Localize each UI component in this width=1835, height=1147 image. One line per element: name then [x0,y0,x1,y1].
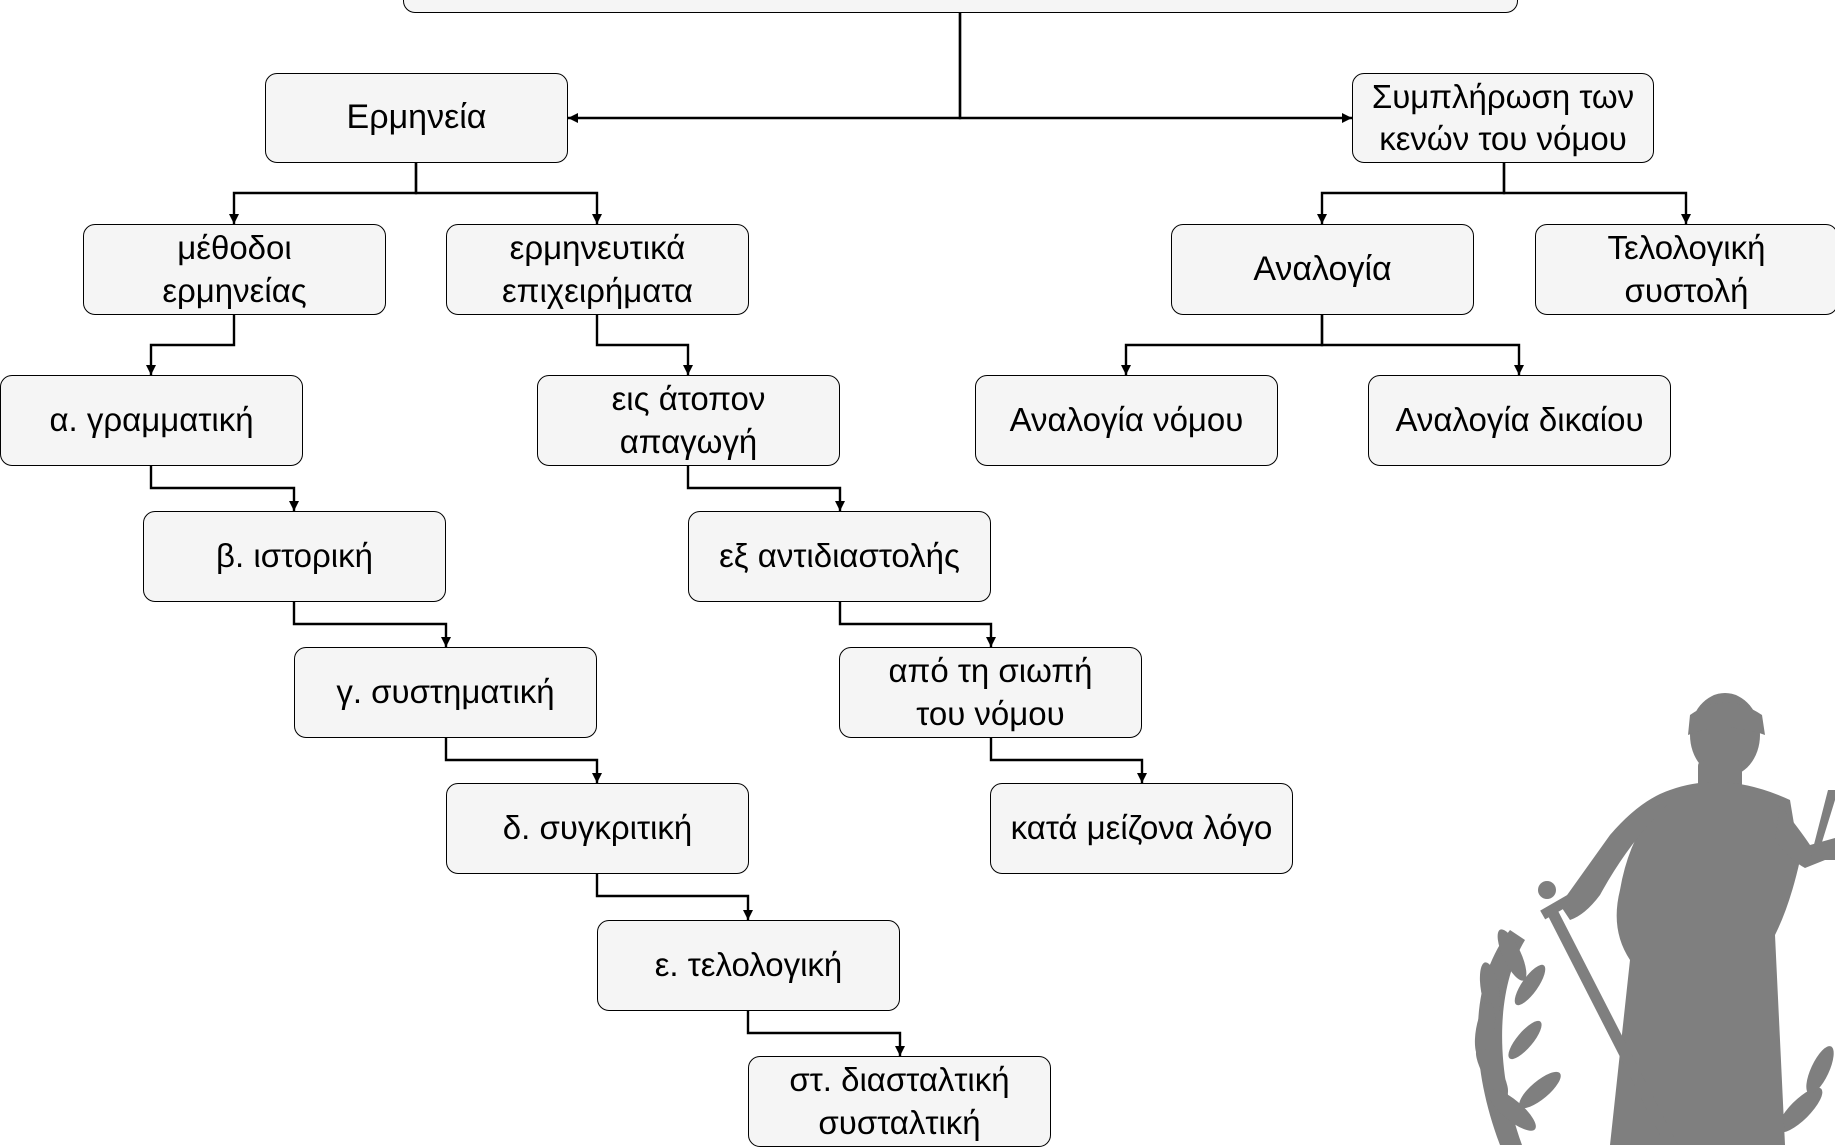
node-teleological-reduction: Τελολογική συστολή [1535,224,1835,315]
connector-gap-filling-to-teleological-reduction [1502,163,1691,224]
connector-analogy-to-legal-analogy [1320,315,1524,375]
connector-a-contrario-to-from-silence [838,602,996,647]
connector-from-silence-to-a-fortiori [989,738,1147,783]
connector-teleological-to-extensive-restrictive [746,1011,905,1056]
top-node [403,0,1518,13]
connector-top-node-to-gap-filling [958,13,1352,123]
node-extensive-restrictive: στ. διασταλτική συσταλτική [748,1056,1051,1147]
node-interpretation-methods: μέθοδοι ερμηνείας [83,224,386,315]
connector-interpretation-to-arguments [414,163,602,224]
node-interpretation: Ερμηνεία [265,73,568,163]
node-teleological: ε. τελολογική [597,920,900,1011]
node-from-silence: από τη σιωπή του νόμου [839,647,1142,738]
connector-ad-absurdum-to-a-contrario [686,466,845,511]
node-grammatical: α. γραμματική [0,375,303,466]
node-comparative: δ. συγκριτική [446,783,749,874]
node-systematic: γ. συστηματική [294,647,597,738]
connector-arguments-to-ad-absurdum [595,315,693,375]
node-historical: β. ιστορική [143,511,446,602]
node-ad-absurdum: εις άτοπον απαγωγή [537,375,840,466]
connector-historical-to-systematic [292,602,451,647]
node-gap-filling: Συμπλήρωση των κενών του νόμου [1352,73,1654,163]
connector-comparative-to-teleological [595,874,753,920]
node-interpretive-arguments: ερμηνευτικά επιχειρήματα [446,224,749,315]
node-legal-analogy: Αναλογία δικαίου [1368,375,1671,466]
node-a-fortiori: κατά μείζονα λόγο [990,783,1293,874]
connector-methods-to-grammatical [146,315,236,375]
connector-systematic-to-comparative [444,738,602,783]
node-analogy: Αναλογία [1171,224,1474,315]
node-a-contrario: εξ αντιδιαστολής [688,511,991,602]
connector-grammatical-to-historical [149,466,299,511]
node-statutory-analogy: Αναλογία νόμου [975,375,1278,466]
